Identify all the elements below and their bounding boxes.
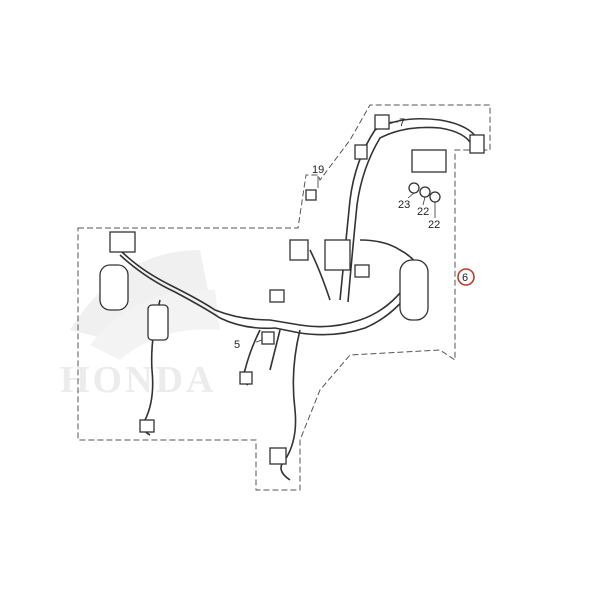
left-fuse-box bbox=[147, 304, 169, 341]
part-label-23: 23 bbox=[398, 199, 410, 211]
bolt-19 bbox=[305, 189, 317, 201]
part-label-7: 7 bbox=[399, 117, 405, 129]
top-left-connector bbox=[109, 231, 136, 253]
assembly-outline bbox=[77, 104, 491, 491]
right-mid-connector bbox=[354, 264, 370, 278]
clip-22a bbox=[419, 186, 431, 198]
main-trunk-wire-2 bbox=[119, 254, 416, 336]
leader-5 bbox=[255, 339, 263, 343]
upper-left-clip bbox=[354, 144, 368, 160]
clip-23 bbox=[408, 182, 420, 194]
left-relay-cylinder bbox=[99, 264, 129, 311]
part-label-6: 6 bbox=[462, 272, 468, 284]
part-labels: 7 19 23 22 22 5 6 bbox=[234, 117, 475, 351]
right-relay-cylinder bbox=[399, 259, 429, 321]
clamp-5 bbox=[261, 331, 275, 345]
lower-left-connector bbox=[239, 371, 253, 385]
lower-mid-stub bbox=[269, 329, 281, 371]
part-label-5: 5 bbox=[234, 339, 240, 351]
lower-branch-wire bbox=[280, 329, 301, 481]
center-stub bbox=[309, 249, 331, 301]
top-right-connector bbox=[469, 134, 485, 154]
left-bottom-connector bbox=[139, 419, 155, 433]
part-label-19: 19 bbox=[312, 164, 324, 176]
center-connector bbox=[289, 239, 309, 261]
connector-7 bbox=[374, 114, 390, 130]
mid-connector bbox=[269, 289, 285, 303]
main-connector-block bbox=[324, 239, 351, 271]
upper-branch-wire-2 bbox=[347, 126, 473, 303]
upper-fuse-block bbox=[411, 149, 447, 173]
honda-watermark: HONDA bbox=[60, 250, 220, 401]
clip-22b bbox=[429, 191, 441, 203]
leader-23 bbox=[407, 192, 415, 199]
leader-22a bbox=[422, 196, 426, 206]
harness-components bbox=[99, 114, 485, 465]
part-label-22a: 22 bbox=[417, 206, 429, 218]
brand-watermark-text: HONDA bbox=[60, 359, 216, 401]
leader-lines bbox=[255, 121, 436, 343]
highlight-circle bbox=[457, 268, 475, 286]
part-label-22b: 22 bbox=[428, 219, 440, 231]
main-trunk-wire bbox=[119, 249, 411, 328]
wing-logo-shape bbox=[70, 250, 210, 340]
bottom-sensor-connector bbox=[269, 447, 287, 465]
